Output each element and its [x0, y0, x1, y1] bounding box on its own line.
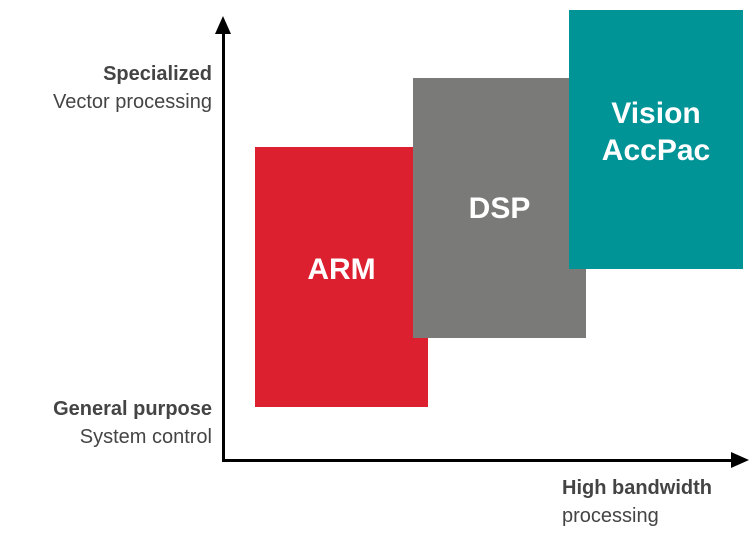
x-axis-label: High bandwidth processing	[562, 474, 712, 530]
x-axis-subtitle: processing	[562, 505, 659, 527]
x-axis-arrow-icon	[731, 452, 749, 468]
y-axis-top-title: Specialized	[103, 63, 212, 85]
x-axis-title: High bandwidth	[562, 477, 712, 499]
vision-accpac-label: Vision AccPac	[601, 96, 711, 167]
y-axis-bottom-label: General purpose System control	[53, 395, 212, 451]
arm-block: ARM	[255, 147, 428, 407]
y-axis-top-subtitle: Vector processing	[53, 91, 212, 113]
dsp-block: DSP	[413, 78, 586, 338]
vision-accpac-block: Vision AccPac	[569, 10, 743, 269]
dsp-label: DSP	[468, 191, 531, 225]
x-axis-line	[222, 459, 737, 462]
arm-label: ARM	[307, 252, 376, 286]
y-axis-top-label: Specialized Vector processing	[53, 60, 212, 116]
y-axis-line	[222, 30, 225, 462]
y-axis-bottom-title: General purpose	[53, 398, 212, 420]
y-axis-bottom-subtitle: System control	[79, 426, 212, 448]
y-axis-arrow-icon	[215, 16, 231, 34]
